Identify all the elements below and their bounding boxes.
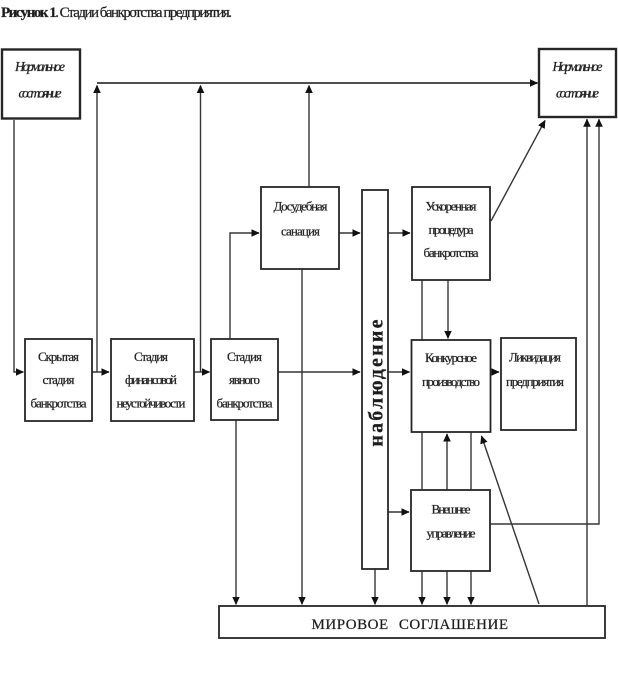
svg-text:явного: явного <box>229 372 260 387</box>
svg-text:Конкурсное: Конкурсное <box>425 350 477 365</box>
svg-text:Ликвидация: Ликвидация <box>509 350 561 365</box>
svg-text:Нормальное: Нормальное <box>14 59 65 74</box>
svg-text:процедура: процедура <box>429 222 474 237</box>
svg-text:наблюдение: наблюдение <box>366 317 388 446</box>
svg-text:МИРОВОЕ СОГЛАШЕНИЕ: МИРОВОЕ СОГЛАШЕНИЕ <box>312 617 511 633</box>
svg-text:банкротства: банкротства <box>217 396 273 411</box>
svg-text:предприятия: предприятия <box>506 374 564 389</box>
svg-text:состояние: состояние <box>556 86 599 101</box>
svg-text:стадия: стадия <box>43 372 75 387</box>
svg-text:Досудебная: Досудебная <box>274 199 328 214</box>
svg-text:Стадия: Стадия <box>227 349 262 364</box>
svg-text:Рисунок 1. Стадии банкротства: Рисунок 1. Стадии банкротства предприяти… <box>1 5 232 21</box>
svg-text:управление: управление <box>427 526 476 541</box>
svg-text:Внешнее: Внешнее <box>432 502 471 517</box>
svg-text:Нормальное: Нормальное <box>552 59 603 74</box>
svg-text:производство: производство <box>422 374 480 389</box>
svg-text:Ускоренная: Ускоренная <box>426 199 477 214</box>
svg-text:Стадия: Стадия <box>134 349 168 364</box>
svg-text:банкротства: банкротства <box>424 245 479 260</box>
svg-text:состояние: состояние <box>19 86 62 101</box>
svg-text:неустойчивости: неустойчивости <box>117 396 186 411</box>
svg-text:банкротства: банкротства <box>31 396 87 411</box>
svg-text:санация: санация <box>281 224 320 239</box>
svg-text:финансовой: финансовой <box>125 372 177 387</box>
svg-text:Скрытая: Скрытая <box>38 349 79 364</box>
